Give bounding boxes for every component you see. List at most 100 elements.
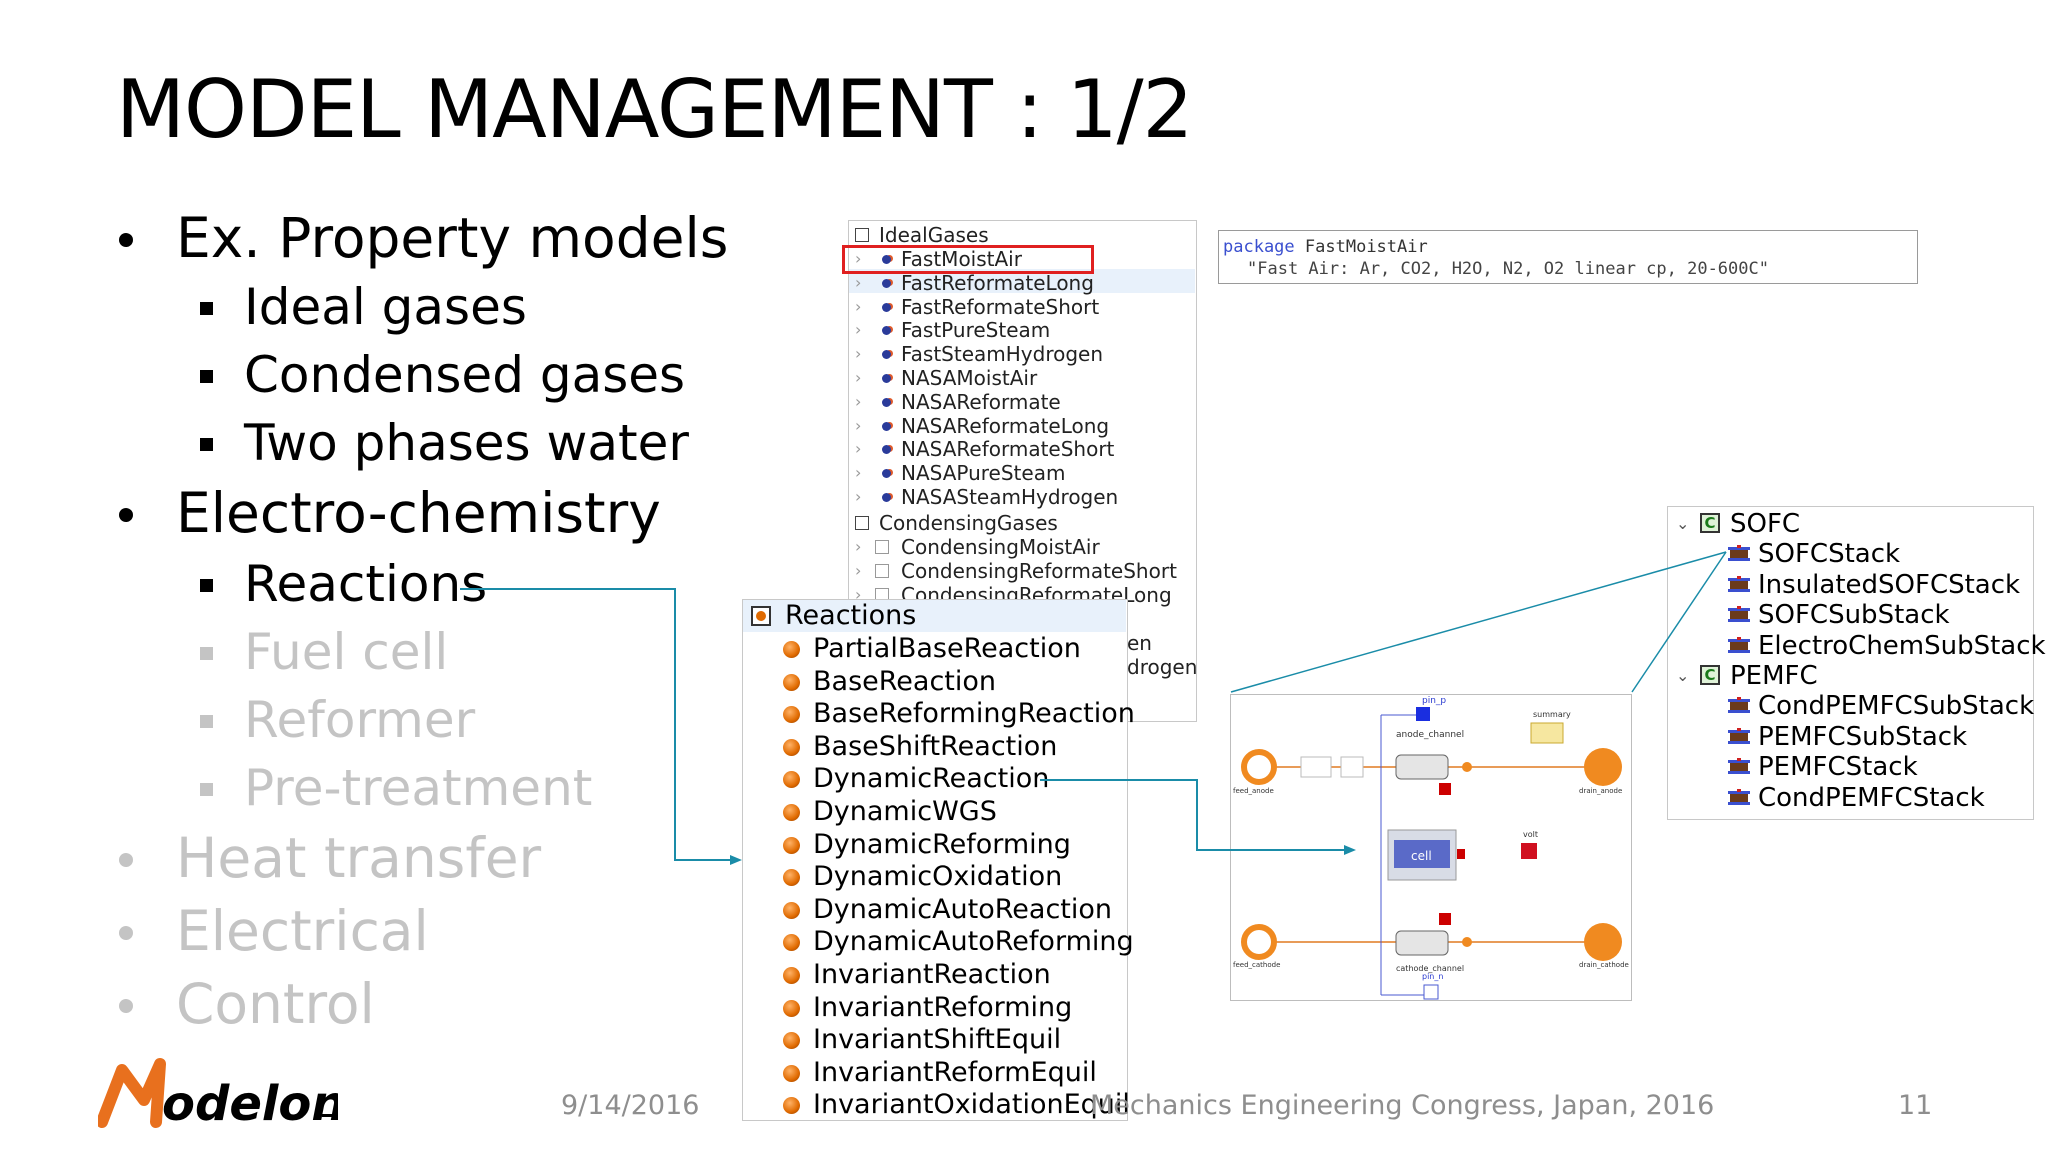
code-name: FastMoistAir (1304, 237, 1428, 257)
reaction-label: DynamicWGS (813, 796, 997, 827)
chevron-right-icon[interactable]: › (855, 537, 862, 556)
chevron-right-icon[interactable]: › (855, 344, 862, 364)
bullet-text: Electro-chemistry (176, 481, 661, 545)
arrow-head (730, 855, 742, 865)
bullet-fuel-cell: Fuel cell (200, 619, 448, 685)
reaction-label: InvariantReforming (813, 991, 1073, 1023)
stack-icon (1728, 758, 1750, 775)
reaction-label: InvariantReaction (813, 959, 1051, 990)
bullet-reactions: Reactions (200, 551, 487, 617)
package-icon (855, 228, 869, 242)
volt-block (1521, 843, 1537, 859)
package-icon (855, 516, 869, 530)
bullet-square (200, 783, 213, 796)
bullet-heat-transfer: Heat transfer (119, 823, 541, 893)
reaction-icon (783, 934, 800, 952)
stack-icon (1728, 606, 1750, 623)
volt-label: volt (1523, 830, 1538, 839)
medium-icon (882, 278, 891, 288)
chevron-right-icon[interactable]: › (855, 415, 862, 435)
reaction-icon (783, 999, 800, 1017)
stack-label: InsulatedSOFCStack (1758, 569, 2021, 600)
reaction-label: DynamicAutoReaction (813, 893, 1113, 925)
chevron-right-icon[interactable]: › (855, 249, 862, 268)
chevron-down-icon[interactable]: ⌄ (1676, 666, 1690, 685)
medium-icon (882, 445, 891, 455)
chevron-right-icon[interactable]: › (855, 296, 862, 316)
chevron-down-icon[interactable]: ⌄ (1676, 514, 1690, 533)
drain-cathode-label: drain_cathode (1579, 961, 1629, 969)
medium-icon (882, 350, 891, 360)
stack-label: SOFCStack (1758, 539, 1901, 569)
package-label: PEMFC (1730, 661, 1818, 691)
reaction-icon (783, 641, 800, 658)
bullet-text: Reformer (244, 691, 476, 749)
reaction-label: DynamicReforming (813, 828, 1071, 860)
tree-label: CondensingGases (879, 511, 1058, 535)
feed-cathode-label: feed_cathode (1233, 961, 1280, 969)
bullet-dot (119, 999, 133, 1013)
package-icon (875, 563, 889, 578)
medium-icon (882, 326, 891, 336)
reaction-label: DynamicOxidation (813, 861, 1063, 893)
stack-label: SOFCSubStack (1758, 600, 1950, 631)
reaction-label: BaseReformingReaction (813, 698, 1135, 730)
medium-icon (882, 374, 891, 383)
cathode-channel-label: cathode_channel (1396, 964, 1464, 973)
reaction-icon (783, 869, 800, 887)
class-icon: C (1700, 513, 1720, 533)
chevron-right-icon[interactable]: › (855, 391, 862, 411)
medium-icon (882, 421, 891, 431)
class-icon: C (1700, 665, 1720, 685)
stack-icon (1728, 545, 1750, 561)
tree-label: FastSteamHydrogen (901, 342, 1104, 367)
medium-icon (882, 469, 891, 479)
bullet-text: Pre-treatment (244, 759, 593, 817)
tree-label: NASASteamHydrogen (901, 485, 1119, 509)
chevron-right-icon[interactable]: › (855, 272, 862, 292)
chevron-right-icon[interactable]: › (855, 487, 862, 506)
reaction-label: InvariantReformEquil (813, 1056, 1097, 1088)
tree-label: NASAReformate (901, 389, 1061, 414)
reaction-icon (783, 836, 800, 854)
fastmoistair-highlight-box (842, 245, 1094, 274)
stack-icon (1728, 788, 1750, 805)
bullet-text: Condensed gases (244, 346, 686, 404)
tree-label: FastMoistAir (901, 247, 1022, 271)
reaction-label: DynamicReaction (813, 763, 1050, 795)
chevron-right-icon[interactable]: › (855, 368, 862, 387)
anode-heat-port (1439, 783, 1451, 795)
tree-label: NASAReformateShort (901, 437, 1115, 462)
bullet-control: Control (119, 969, 375, 1039)
reaction-label: BaseReaction (813, 665, 997, 697)
bullet-two-phases-water: Two phases water (200, 410, 689, 476)
chevron-right-icon[interactable]: › (855, 584, 862, 604)
medium-icon (882, 493, 891, 502)
fuel-cell-diagram-panel: pin_p anode_channel summary cell volt fe… (1230, 694, 1632, 1001)
bullet-electrical: Electrical (119, 896, 429, 966)
chevron-right-icon[interactable]: › (855, 463, 862, 483)
reaction-label: DynamicAutoReforming (813, 926, 1134, 958)
reaction-label: InvariantShiftEquil (813, 1024, 1062, 1056)
stack-icon (1728, 727, 1750, 744)
bullet-pre-treatment: Pre-treatment (200, 755, 593, 821)
reaction-icon (783, 804, 800, 821)
chevron-right-icon[interactable]: › (855, 320, 862, 340)
reaction-label: BaseShiftReaction (813, 730, 1058, 762)
cathode-channel-block (1395, 930, 1449, 956)
reaction-icon (783, 673, 800, 691)
drain-cathode-port (1584, 923, 1622, 961)
svg-text:odelon: odelon (162, 1076, 338, 1130)
cell-heat-port (1457, 849, 1465, 859)
chevron-right-icon[interactable]: › (855, 439, 862, 459)
tree-fragment: drogen (1127, 655, 1198, 679)
chevron-right-icon[interactable]: › (855, 560, 862, 580)
cathode-heat-port (1439, 913, 1451, 925)
reaction-icon (783, 706, 800, 724)
drain-anode-port (1584, 748, 1622, 786)
code-line-2: "Fast Air: Ar, CO2, H2O, N2, O2 linear c… (1247, 259, 1769, 279)
summary-block (1530, 722, 1564, 744)
bullet-square (200, 579, 213, 592)
tree-label: FastReformateShort (901, 294, 1100, 319)
